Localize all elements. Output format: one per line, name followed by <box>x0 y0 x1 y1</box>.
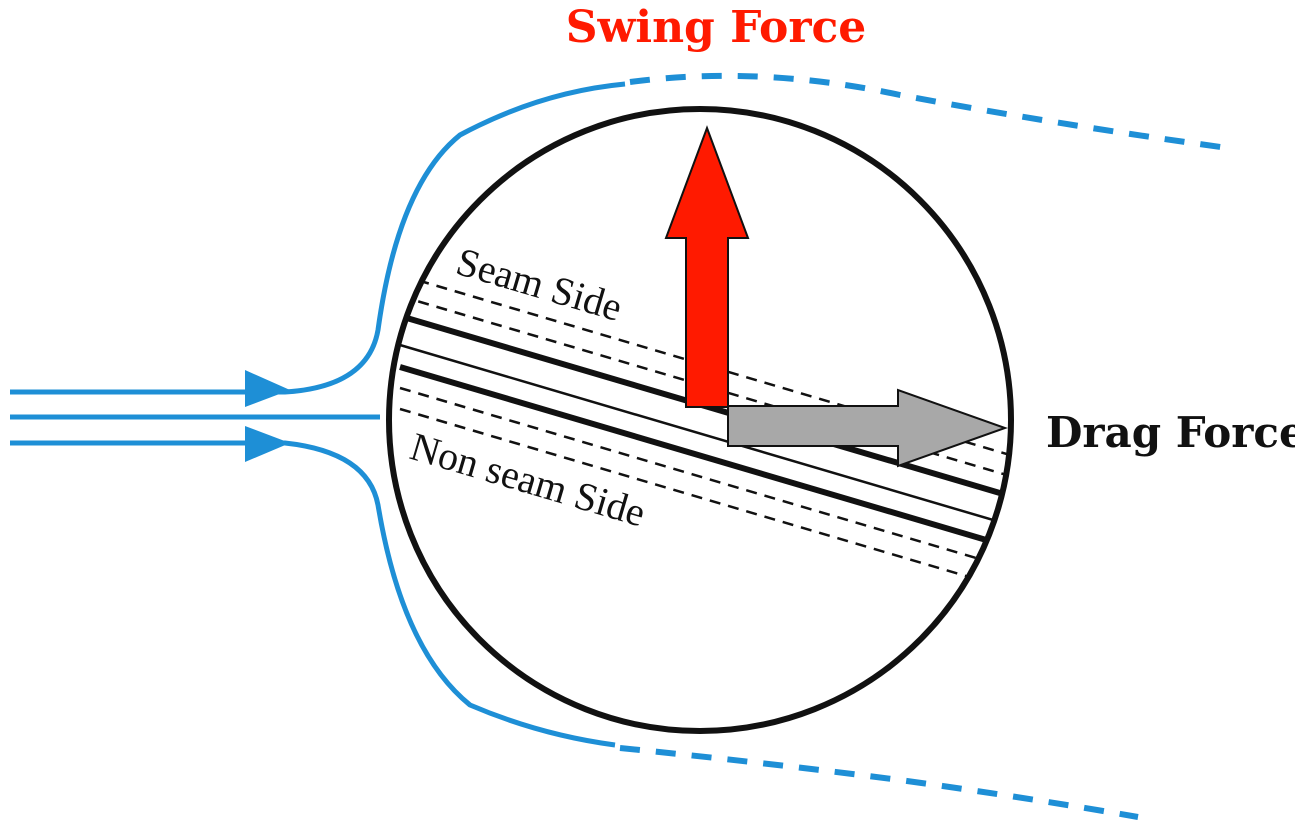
upper-flow-arrowhead <box>245 370 290 407</box>
drag-force-label: Drag Force <box>1046 408 1295 457</box>
seam-thin-line <box>399 343 1011 527</box>
lower-wake-streamline <box>619 745 1139 820</box>
upper-streamline <box>10 81 626 395</box>
seam-thick-lower <box>399 364 1011 550</box>
seam-side-label: Seam Side <box>451 238 627 329</box>
lower-flow-arrowhead <box>245 426 290 462</box>
drag-force-arrow <box>727 388 1008 468</box>
upper-wake-streamline <box>629 72 1229 151</box>
ball-outline <box>386 106 1014 734</box>
non-seam-side-label: Non seam Side <box>405 423 650 535</box>
incoming-airflow <box>10 81 626 748</box>
swing-force-arrow <box>664 125 750 408</box>
swing-force-label: Swing Force <box>566 2 867 53</box>
lower-streamline <box>10 440 616 748</box>
wake-airflow <box>619 72 1229 820</box>
